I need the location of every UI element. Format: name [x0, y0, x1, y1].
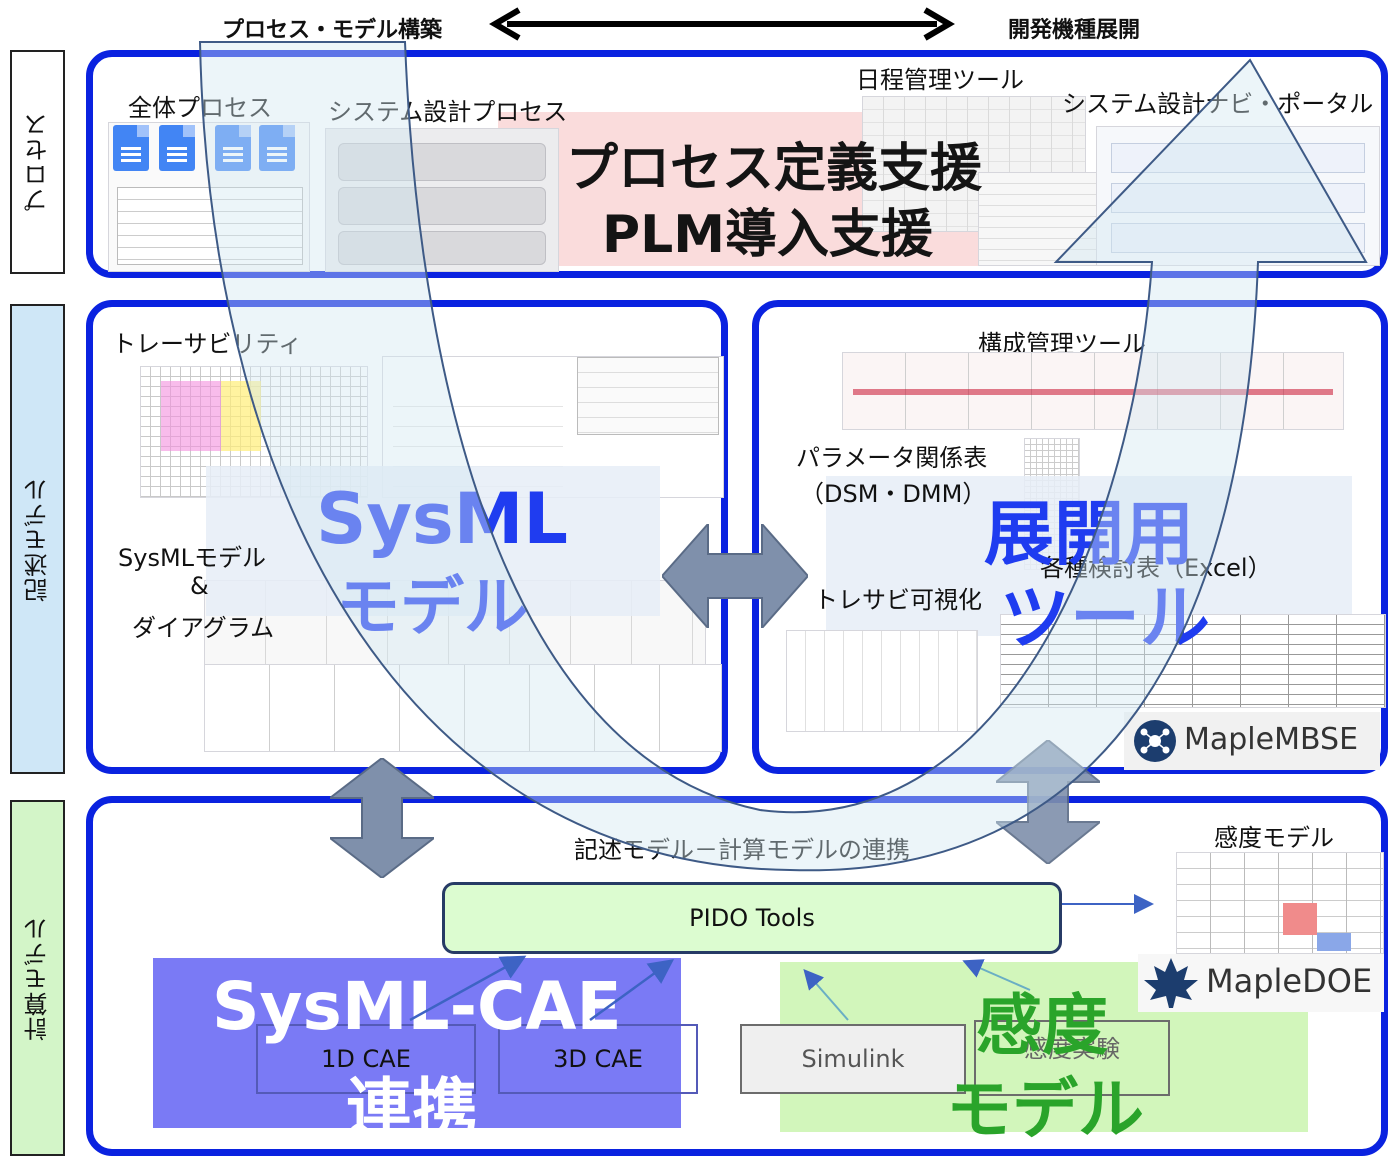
sysml-headline-2: モデル: [336, 571, 528, 645]
model-link-label: 記述モデル－計算モデルの連携: [574, 836, 910, 864]
overall-process-label: 全体プロセス: [128, 94, 272, 122]
sensitivity-model-label: 感度モデル: [1214, 824, 1334, 852]
header-left-label: プロセス・モデル構築: [222, 18, 443, 43]
traceability-label: トレーサビリティ: [112, 330, 303, 358]
navi-portal-label: システム設計ナビ・ポータル: [1062, 90, 1374, 118]
pido-tools-box[interactable]: PIDO Tools: [442, 882, 1062, 954]
sysml-calc-double-arrow-icon: [330, 758, 434, 878]
mapledoe-leaf-icon: [1144, 958, 1198, 1008]
sysml-table-thumbnail: [204, 664, 722, 752]
sensitivity-table-thumbnail: [1176, 852, 1384, 954]
navi-portal-thumbnail: [1096, 126, 1380, 266]
cae-1d-label: 1D CAE: [321, 1045, 411, 1073]
sysml-tools-double-arrow-icon: [662, 524, 808, 628]
cae-3d-box[interactable]: 3D CAE: [498, 1024, 698, 1094]
tools-calc-double-arrow-icon: [996, 740, 1100, 864]
mapledoe-brand: MapleDOE: [1206, 962, 1373, 1000]
sensitivity-headline-2: モデル: [946, 1071, 1144, 1148]
top-double-arrow-icon: [489, 7, 955, 41]
process-headline-1: プロセス定義支援: [566, 139, 983, 199]
maplembse-logo-icon: [1134, 720, 1176, 762]
ampersand-label: &: [190, 572, 209, 600]
sysml-headline-1: SysML: [316, 478, 568, 560]
tools-headline-2: ツール: [1000, 577, 1210, 659]
sysml-cae-headline-2: 連携: [346, 1071, 478, 1148]
sensitivity-experiment-label: 感度実験: [1024, 1034, 1120, 1063]
system-design-process-thumbnail: [325, 128, 559, 272]
sysml-model-label: SysMLモデル: [118, 544, 267, 572]
sidebar-computational-model: 計算モデル: [10, 800, 65, 1156]
cae-1d-box[interactable]: 1D CAE: [256, 1024, 476, 1094]
simulink-box[interactable]: Simulink: [740, 1024, 966, 1094]
sensitivity-headline-1: 感度: [976, 987, 1108, 1064]
trace-viz-label: トレサビ可視化: [814, 586, 982, 614]
google-doc-icon: [159, 125, 195, 171]
process-headline-2: PLM導入支援: [602, 205, 933, 265]
google-doc-icon: [113, 125, 149, 171]
header-right-label: 開発機種展開: [1008, 18, 1141, 43]
system-design-process-label: システム設計プロセス: [328, 98, 568, 126]
google-doc-icon: [215, 125, 251, 171]
sysml-cae-headline-1: SysML-CAE: [212, 968, 622, 1045]
sensitivity-experiment-box[interactable]: 感度実験: [974, 1020, 1170, 1096]
sidebar-descriptive-model: 記述モデル: [10, 304, 65, 774]
cae-3d-label: 3D CAE: [553, 1045, 643, 1073]
maplembse-logo: MapleMBSE: [1124, 712, 1380, 770]
config-tool-thumbnail: [842, 352, 1344, 430]
schedule-tool-label: 日程管理ツール: [856, 66, 1024, 94]
maplembse-brand: MapleMBSE: [1184, 722, 1359, 757]
diagram-label: ダイアグラム: [132, 614, 275, 642]
trace-viz-thumbnail: [786, 630, 978, 732]
google-doc-icon: [259, 125, 295, 171]
dsm-dmm-label: （DSM・DMM）: [800, 480, 987, 508]
sidebar-process: プロセス: [10, 50, 65, 274]
param-table-label: パラメータ関係表: [796, 444, 988, 472]
mapledoe-logo: MapleDOE: [1138, 954, 1384, 1012]
overall-process-thumbnail: [108, 122, 310, 272]
pido-tools-label: PIDO Tools: [689, 904, 815, 932]
simulink-label: Simulink: [801, 1045, 905, 1073]
